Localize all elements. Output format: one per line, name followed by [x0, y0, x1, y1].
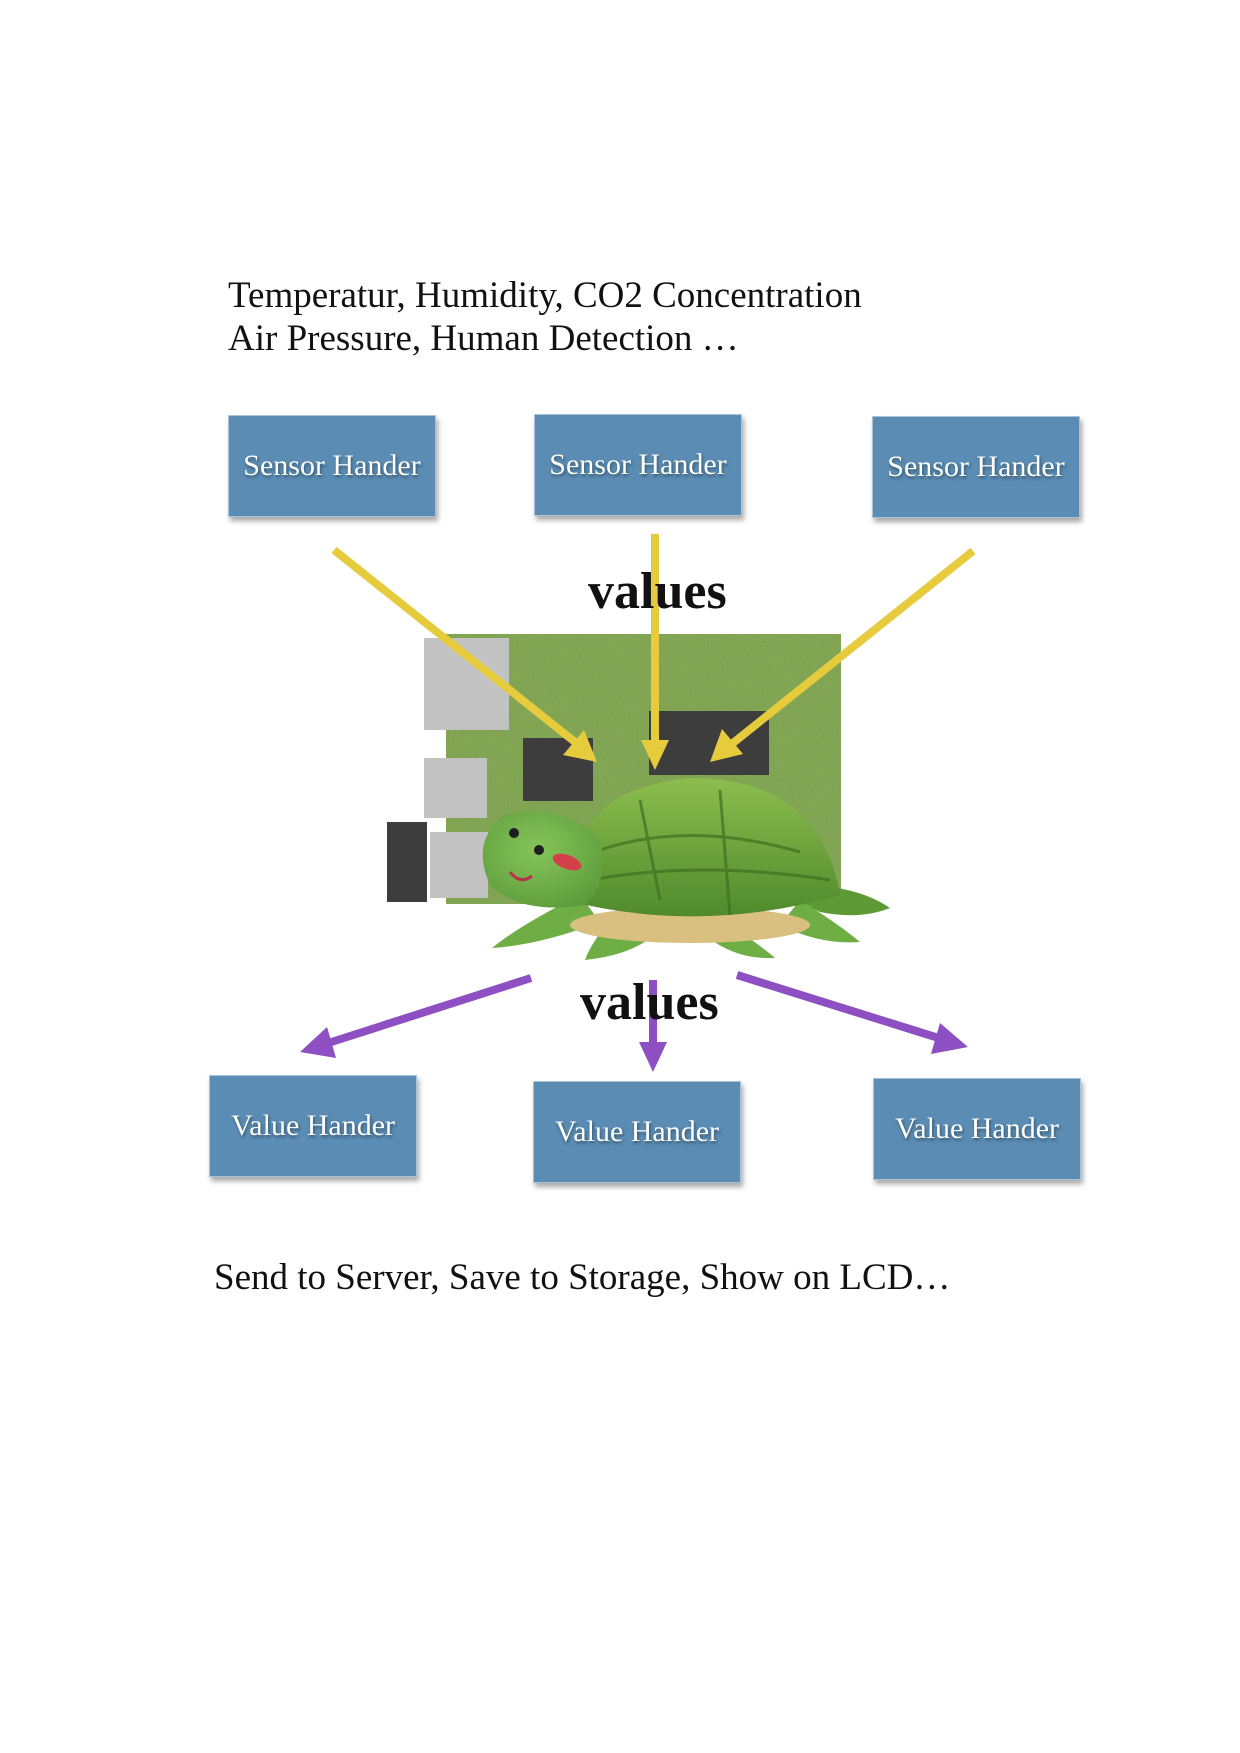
sensor-types-caption-line-2: Air Pressure, Human Detection … — [228, 318, 739, 359]
value-arrow-3 — [735, 971, 968, 1054]
sensor-handler-box: Sensor Hander — [872, 416, 1080, 518]
values-out-of-board-label: values — [580, 974, 719, 1031]
sensor-handler-label: Sensor Hander — [887, 450, 1065, 483]
value-handler-label: Value Hander — [230, 1109, 396, 1142]
large-chip — [649, 711, 769, 775]
sensor-arrow-3 — [710, 547, 976, 762]
sensor-value-arrows — [331, 534, 976, 770]
sensor-arrow-2 — [641, 534, 669, 770]
turtle-icon — [482, 778, 890, 960]
sensor-handler-label: Sensor Hander — [549, 448, 727, 481]
sensor-arrow-1 — [331, 546, 597, 762]
value-handler-label: Value Hander — [554, 1115, 720, 1148]
value-output-arrows — [300, 971, 968, 1072]
sensor-handler-box: Sensor Hander — [534, 414, 742, 516]
value-arrow-1 — [300, 974, 533, 1058]
sensor-handler-label: Sensor Hander — [243, 449, 421, 482]
output-actions-caption: Send to Server, Save to Storage, Show on… — [214, 1257, 951, 1298]
value-handler-box: Value Hander — [533, 1081, 741, 1183]
value-handler-box: Value Hander — [873, 1078, 1081, 1180]
value-handler-box: Value Hander — [209, 1075, 417, 1177]
sensor-handler-box: Sensor Hander — [228, 415, 436, 517]
audio-connector — [430, 832, 488, 898]
ethernet-connector — [424, 758, 487, 818]
sensor-types-caption-line-1: Temperatur, Humidity, CO2 Concentration — [228, 275, 862, 316]
power-jack — [387, 822, 427, 902]
values-into-board-label: values — [588, 563, 727, 620]
value-handler-label: Value Hander — [894, 1112, 1060, 1145]
value-arrow-2 — [639, 980, 667, 1072]
